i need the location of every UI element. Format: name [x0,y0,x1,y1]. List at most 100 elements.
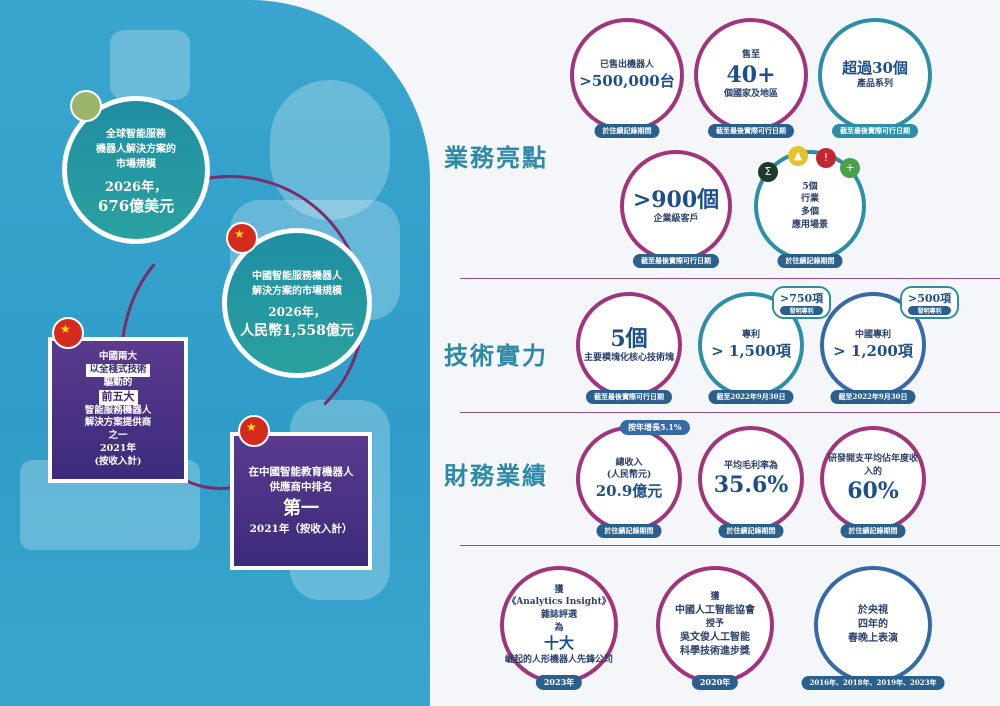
ring-label: 吳文俊人工智能 [680,631,750,643]
ring-label: 獲 [710,592,720,603]
ring-label: 《Analytics Insight》雜誌評選 [507,597,611,620]
ring-pill: 2023年 [535,675,583,690]
countries-ring: 售至 40+ 個國家及地區 截至最後實際可行日期 [694,18,808,138]
box-text: 中國兩大 [98,351,137,363]
education-rank-box: 在中國智能教育機器人 供應商中排名 第一 2021年（按收入計） [230,432,372,570]
china-flag-icon: ★ [52,317,84,349]
box-highlight: 以全棧式技術 [86,364,150,377]
ring-label: 科學技術進步獎 [680,645,750,657]
bubble-year: 2026年， [104,179,168,195]
box-text: (按收入計) [94,455,142,467]
china-flag-icon: ★ [238,415,270,447]
ring-label: 獲 [554,584,564,595]
ring-pill: 截至最後實際可行日期 [832,124,918,138]
bubble-text: 市場規模 [116,158,156,170]
badge-label: 發明專利 [908,306,952,315]
ring-label: 主要模塊化核心技術塊 [583,352,674,363]
cctv-gala-ring: 於央視 四年的 春晚上表演 2016年、2018年、2019年、2023年 [801,566,945,690]
box-text: 2021年（按收入計） [249,522,353,535]
wu-wenjun-award-ring: 獲 中國人工智能協會 授予 吳文俊人工智能 科學技術進步獎 2020年 [656,566,774,690]
invention-patent-badge: >500項 發明專利 [900,286,960,319]
ring-pill: 於往績記錄期間 [594,124,660,138]
divider [460,412,1000,413]
sigma-icon: Σ [758,162,778,182]
box-text: 之一 [108,430,128,442]
ring-pill: 截至最後實際可行日期 [708,124,794,138]
ring-value: 5個 [610,325,648,352]
ring-pill: 截至2022年9月30日 [830,390,916,404]
shield-icon: ! [816,148,836,168]
box-text: 智能服務機器人 [84,404,152,416]
ring-label: 專利 [741,329,760,340]
plus-icon: + [840,158,860,178]
revenue-ring: 總收入 (人民幣元) 20.9億元 於往績記錄期間 [576,426,682,538]
ring-label: (人民幣元) [606,470,652,481]
top-five-box: 中國兩大 以全棧式技術 驅動的 前五大 智能服務機器人 解決方案提供商 之一 2… [48,337,188,483]
ring-pill: 於往績記錄期間 [718,524,784,538]
ring-label: 多個 [800,207,819,217]
core-tech-ring: 5個 主要模塊化核心技術塊 截至最後實際可行日期 [576,292,682,404]
ring-value: 超過30個 [842,58,908,77]
ring-label: 於央視 [858,605,888,616]
left-panel: 全球智能服務 機器人解決方案的 市場規模 2026年， 676億美元 中國智能服… [0,0,430,706]
bubble-value: 676億美元 [97,196,175,215]
box-text: 在中國智能教育機器人 [248,466,354,479]
right-area: 業務亮點 技術實力 財務業績 已售出機器人 >500,000台 於往績記錄期間 … [430,0,1000,706]
robot-left-head-illustration [110,30,190,100]
globe-icon [70,90,102,122]
gross-margin-ring: 平均毛利率為 35.6% 於往績記錄期間 [698,426,804,538]
ring-value: > 1,200項 [833,341,913,360]
robots-sold-ring: 已售出機器人 >500,000台 於往績記錄期間 [570,18,684,138]
ring-pill: 截至最後實際可行日期 [586,390,672,404]
bubble-value: 人民幣1,558億元 [240,322,354,339]
ring-value: > 1,500項 [711,341,791,360]
ring-pill: 截至最後實際可行日期 [633,254,719,268]
bubble-text: 機器人解決方案的 [96,143,176,155]
divider [460,278,1000,279]
ring-label: 為 [554,622,564,633]
ring-label: 中國人工智能協會 [675,605,755,616]
ring-label: 個國家及地區 [723,89,778,100]
enterprise-clients-ring: >900個 企業級客戶 截至最後實際可行日期 [620,150,732,268]
invention-patent-badge: >750項 發明專利 [772,286,832,319]
badge-label: 發明專利 [780,306,824,315]
section-title-business: 業務亮點 [444,143,548,172]
box-rank: 第一 [283,497,319,519]
ring-label: 中國專利 [854,329,891,340]
ring-label: 春晚上表演 [848,633,898,644]
divider [460,545,1000,546]
ring-value: 35.6% [713,472,789,499]
bubble-text: 中國智能服務機器人 [252,270,342,282]
ring-label: 應用場景 [791,219,828,230]
china-flag-icon: ★ [226,222,258,254]
ring-value: 十大 [543,634,574,653]
ring-label: 5個 [802,181,818,192]
ring-label: 總收入 [615,457,643,468]
ring-value: >500,000台 [579,71,675,90]
section-title-finance: 財務業績 [444,461,548,490]
product-series-ring: 超過30個 產品系列 截至最後實際可行日期 [818,18,932,138]
ring-label: 企業級客戶 [653,213,699,224]
ring-pill: 於往績記錄期間 [596,524,662,538]
ring-value: 40+ [726,61,776,88]
badge-value: >500項 [908,292,952,305]
ring-label: 研發開支平均佔年度收入的 [827,454,918,477]
section-title-tech: 技術實力 [444,341,548,370]
ring-pill: 於往績記錄期間 [840,524,906,538]
bubble-text: 解決方案的市場規模 [252,285,342,297]
ring-label: 售至 [741,50,760,61]
box-text: 解決方案提供商 [84,417,152,429]
ring-label: 四年的 [858,619,888,630]
ring-label: 行業 [800,194,819,205]
ring-label: 產品系列 [856,79,893,90]
ring-label: 崛起的人形機器人先鋒公司 [504,654,613,665]
box-highlight: 前五大 [98,389,138,405]
analytics-insight-award-ring: 獲 《Analytics Insight》雜誌評選 為 十大 崛起的人形機器人先… [500,566,618,690]
ring-pill: 於往績記錄期間 [777,254,843,268]
ring-value: 60% [847,478,899,505]
ring-label: 已售出機器人 [599,59,654,70]
china-market-bubble: 中國智能服務機器人 解決方案的市場規模 2026年， 人民幣1,558億元 [222,228,372,378]
ring-pill: 2020年 [691,675,739,690]
box-text: 供應商中排名 [269,481,333,494]
